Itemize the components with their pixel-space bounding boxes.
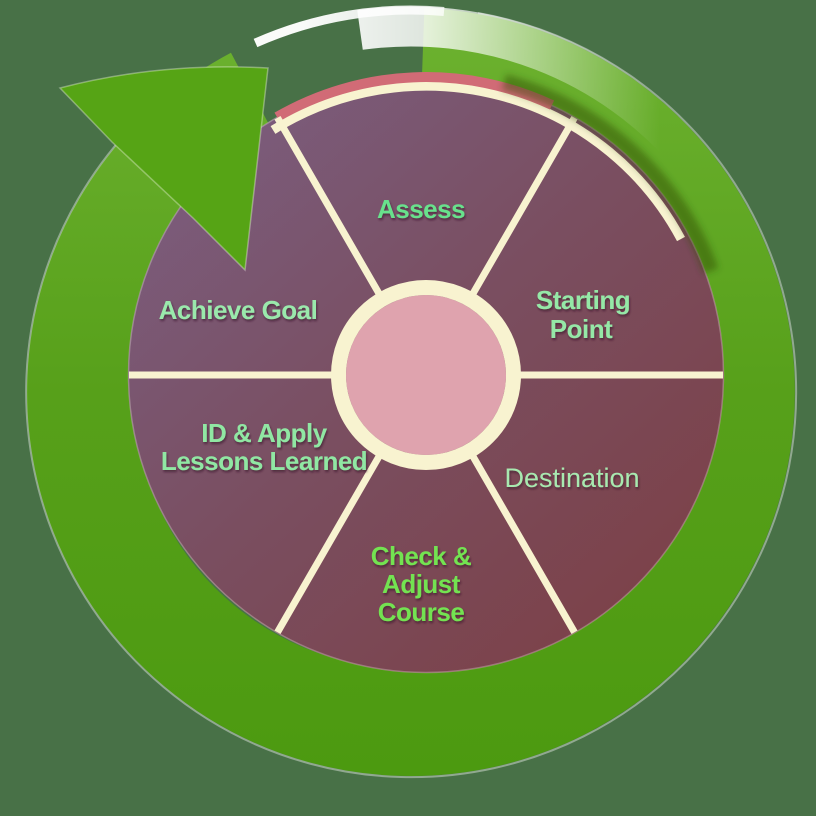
label-starting-point-line1: Starting — [536, 285, 630, 315]
label-check-adjust-line1: Check & — [371, 541, 472, 571]
label-lessons-learned-line2: Lessons Learned — [161, 446, 367, 476]
ring-shine — [253, 5, 707, 170]
hub-circle — [346, 295, 506, 455]
divider-up-left — [274, 115, 387, 304]
label-lessons-learned-line1: ID & Apply — [201, 418, 328, 448]
segment-dividers — [129, 115, 723, 635]
label-assess: Assess — [377, 194, 465, 224]
cycle-arrow-head — [58, 66, 269, 272]
label-check-adjust-line2: Adjust — [382, 569, 461, 599]
divider-up-right — [465, 115, 578, 304]
goal-wheel — [127, 72, 725, 674]
label-starting-point-line2: Point — [550, 314, 613, 344]
divider-down-right — [465, 446, 578, 635]
shine-wide-band — [357, 6, 707, 170]
label-destination: Destination — [504, 463, 639, 493]
band-outer-halo — [25, 12, 798, 779]
hub-ring — [331, 280, 521, 470]
divider-down-left — [274, 446, 387, 635]
label-achieve-goal: Achieve Goal — [159, 295, 318, 325]
wheel-shadow-on-band — [501, 74, 719, 274]
wheel-cream-border-arc — [270, 81, 685, 242]
label-check-adjust-line3: Course — [378, 597, 465, 627]
segment-labels: Assess Starting Point Destination Check … — [159, 194, 640, 627]
